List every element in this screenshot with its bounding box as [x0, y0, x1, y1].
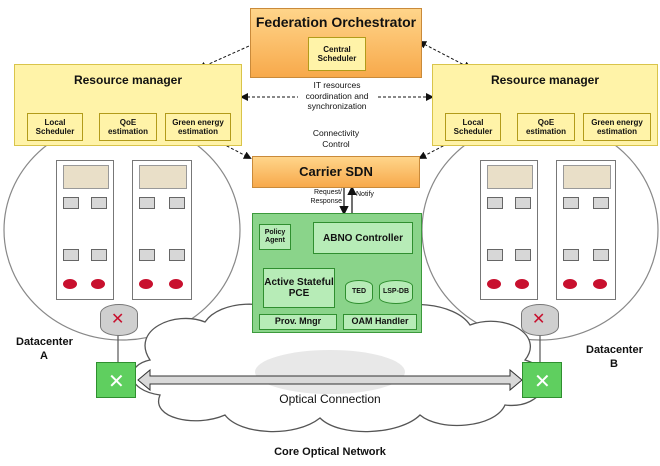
router-icon — [63, 279, 77, 289]
rack-right-1 — [480, 160, 538, 300]
orchestrator-title: Federation Orchestrator — [255, 14, 417, 30]
router-icon — [139, 279, 153, 289]
switch-icon — [515, 249, 531, 261]
rack-right-2 — [556, 160, 616, 300]
server-stack-icon — [139, 165, 187, 189]
switch-icon — [593, 249, 609, 261]
router-icon — [563, 279, 577, 289]
switch-icon — [169, 197, 185, 209]
policy-agent: Policy Agent — [259, 224, 291, 250]
optical-connection-label: Optical Connection — [279, 392, 381, 406]
switch-icon — [169, 249, 185, 261]
optical-switch-b-icon: ✕ — [522, 362, 562, 398]
lsp-db-label: LSP-DB — [382, 288, 410, 295]
notify-label: Notify — [356, 191, 374, 198]
datacenter-a-label: Datacenter A — [16, 336, 73, 362]
server-stack-icon — [487, 165, 533, 189]
router-icon — [515, 279, 529, 289]
core-network-label: Core Optical Network — [274, 446, 386, 458]
edge-router-a-icon: ✕ — [100, 304, 138, 336]
router-icon — [169, 279, 183, 289]
cross-connect-icon: ✕ — [534, 371, 551, 393]
server-stack-icon — [63, 165, 109, 189]
cross-connect-icon: ✕ — [108, 371, 125, 393]
rack-left-2 — [132, 160, 192, 300]
switch-icon — [139, 197, 155, 209]
abno-controller: ABNO Controller — [313, 222, 413, 254]
qoe-estimation-right: QoE estimation — [517, 113, 575, 141]
lsp-db-icon — [379, 280, 413, 304]
request-response-label: Request/ Response — [310, 189, 342, 205]
qoe-estimation-left: QoE estimation — [99, 113, 157, 141]
switch-icon — [91, 249, 107, 261]
router-icon — [487, 279, 501, 289]
switch-icon — [63, 197, 79, 209]
carrier-sdn-title: Carrier SDN — [299, 164, 373, 179]
switch-icon — [515, 197, 531, 209]
federation-orchestrator: Federation Orchestrator Central Schedule… — [250, 8, 422, 78]
prov-manager: Prov. Mngr — [259, 314, 337, 330]
resource-manager-left-title: Resource manager — [73, 73, 183, 87]
router-icon — [593, 279, 607, 289]
switch-icon — [563, 249, 579, 261]
active-stateful-pce: Active Stateful PCE — [263, 268, 335, 308]
connectivity-control-label: Connectivity Control — [312, 128, 360, 149]
switch-icon — [593, 197, 609, 209]
central-scheduler: Central Scheduler — [308, 37, 366, 71]
resource-manager-right: Resource manager Local Scheduler QoE est… — [432, 64, 658, 146]
oam-handler: OAM Handler — [343, 314, 417, 330]
edge-router-b-icon: ✕ — [521, 304, 559, 336]
switch-icon — [487, 197, 503, 209]
local-scheduler-left: Local Scheduler — [27, 113, 83, 141]
switch-icon — [563, 197, 579, 209]
rack-left-1 — [56, 160, 114, 300]
local-scheduler-right: Local Scheduler — [445, 113, 501, 141]
green-energy-right: Green energy estimation — [583, 113, 651, 141]
ted-label: TED — [352, 288, 366, 295]
green-energy-left: Green energy estimation — [165, 113, 231, 141]
router-arrows-icon: ✕ — [532, 311, 546, 328]
router-icon — [91, 279, 105, 289]
carrier-sdn: Carrier SDN — [252, 156, 420, 188]
router-arrows-icon: ✕ — [111, 311, 125, 328]
server-stack-icon — [563, 165, 611, 189]
optical-switch-a-icon: ✕ — [96, 362, 136, 398]
switch-icon — [91, 197, 107, 209]
resource-manager-right-title: Resource manager — [490, 73, 600, 87]
it-coordination-label: IT resources coordination and synchroniz… — [305, 80, 369, 112]
datacenter-b-label: Datacenter B — [586, 344, 643, 370]
switch-icon — [139, 249, 155, 261]
switch-icon — [487, 249, 503, 261]
abno-block: Policy Agent ABNO Controller Active Stat… — [252, 213, 422, 333]
ted-database-icon — [345, 280, 373, 304]
switch-icon — [63, 249, 79, 261]
resource-manager-left: Resource manager Local Scheduler QoE est… — [14, 64, 242, 146]
world-map-watermark — [255, 350, 405, 394]
